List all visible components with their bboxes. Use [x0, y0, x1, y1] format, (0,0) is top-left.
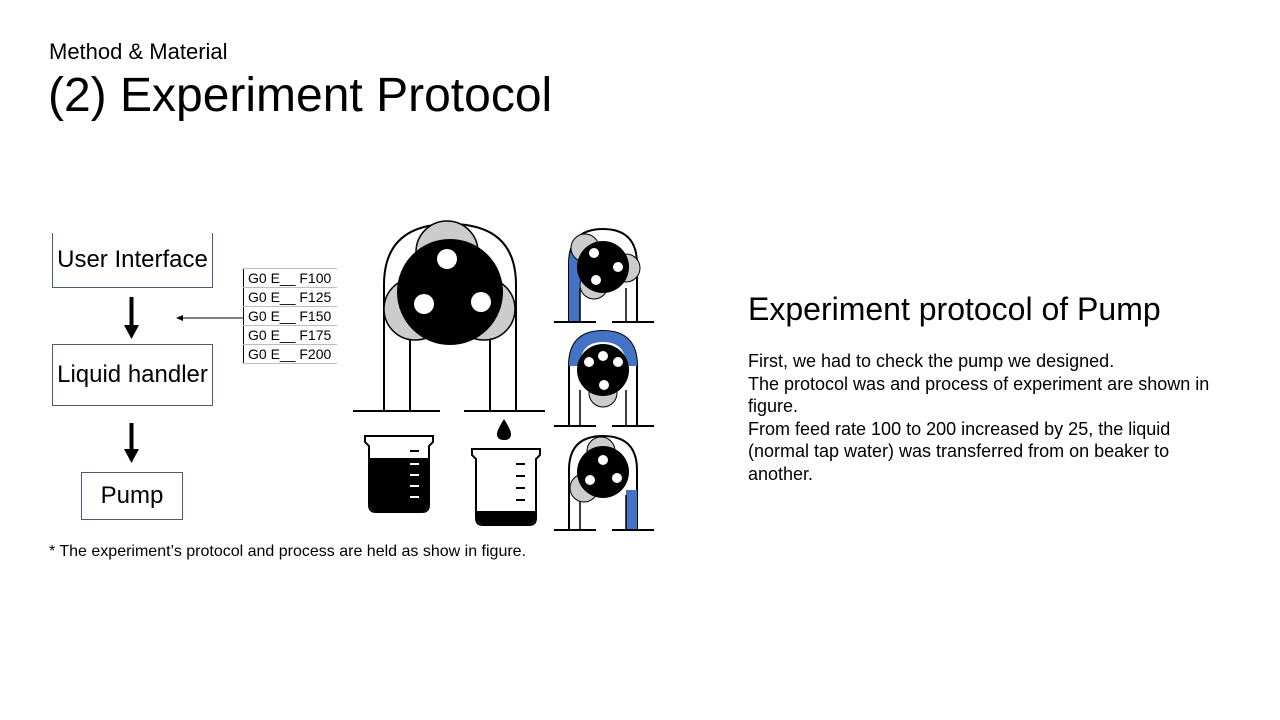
pump-label: Pump	[100, 482, 164, 509]
liquid-handler-box: Liquid handler	[52, 344, 213, 406]
gcode-table: G0 E__ F100 G0 E__ F125 G0 E__ F150 G0 E…	[243, 268, 337, 364]
gcode-row: G0 E__ F150	[243, 306, 337, 326]
gcode-cell: G0 E__ F125	[243, 287, 337, 307]
arrow-gcode-to-flow-head	[176, 315, 183, 321]
user-interface-label: User Interface	[57, 246, 208, 273]
protocol-paragraph: The protocol was and process of experime…	[748, 373, 1210, 417]
section-label: Method & Material	[49, 39, 228, 64]
droplet-icon	[497, 419, 511, 440]
pump-box: Pump	[81, 472, 183, 520]
gcode-cell: G0 E__ F200	[243, 344, 337, 364]
pump-step-1-icon	[554, 227, 654, 323]
arrow-handler-to-pump	[129, 423, 134, 451]
gcode-row: G0 E__ F175	[243, 325, 337, 345]
gcode-row: G0 E__ F100	[243, 268, 337, 288]
source-beaker-icon	[364, 435, 434, 513]
arrow-ui-to-handler	[129, 297, 134, 327]
protocol-body: First, we had to check the pump we desig…	[748, 350, 1218, 485]
protocol-paragraph: First, we had to check the pump we desig…	[748, 351, 1115, 371]
protocol-title: Experiment protocol of Pump	[748, 291, 1161, 327]
large-pump-icon	[353, 220, 545, 412]
liquid-handler-label: Liquid handler	[57, 361, 208, 388]
gcode-cell: G0 E__ F175	[243, 325, 337, 345]
protocol-paragraph: From feed rate 100 to 200 increased by 2…	[748, 418, 1171, 484]
arrow-ui-to-handler-head	[124, 325, 139, 339]
pump-step-3-icon	[554, 434, 654, 531]
gcode-row: G0 E__ F125	[243, 287, 337, 307]
arrow-handler-to-pump-head	[124, 449, 139, 463]
figure-caption: * The experiment’s protocol and process …	[49, 543, 527, 560]
gcode-cell: G0 E__ F100	[243, 268, 337, 288]
user-interface-box: User Interface	[52, 233, 213, 288]
flow-arrows	[124, 297, 243, 463]
target-beaker-icon	[471, 448, 541, 526]
gcode-row: G0 E__ F200	[243, 344, 337, 364]
slide-title: (2) Experiment Protocol	[48, 69, 553, 122]
gcode-cell: G0 E__ F150	[243, 306, 337, 326]
pump-step-2-icon	[554, 329, 654, 427]
